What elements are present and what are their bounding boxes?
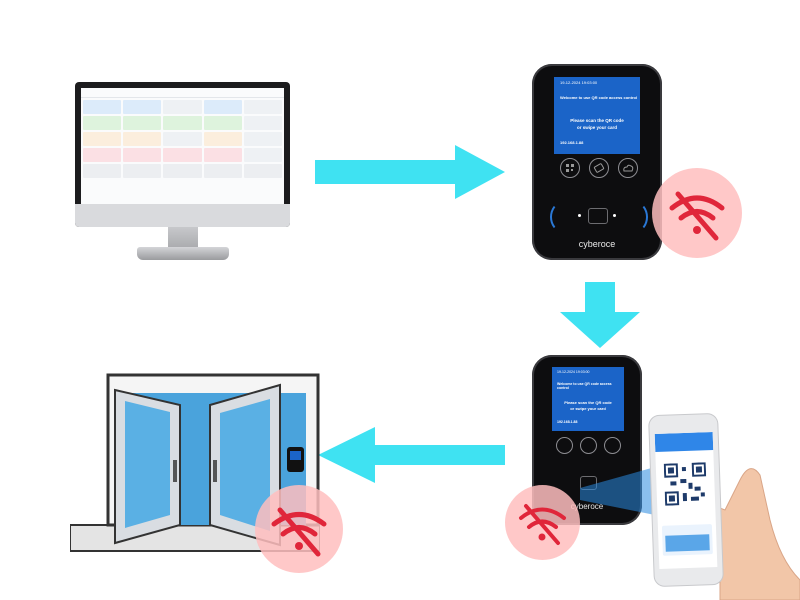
monitor-chin — [75, 204, 290, 227]
smartphone — [649, 413, 723, 587]
door-right-glass — [220, 399, 270, 531]
arrow-left — [318, 427, 505, 483]
schedule-cell — [163, 164, 202, 178]
schedule-cell — [123, 116, 162, 130]
schedule-cell — [123, 148, 162, 162]
reader-indicator-led — [613, 214, 616, 217]
schedule-cell — [83, 100, 122, 114]
schedule-grid — [81, 98, 284, 180]
phone-card — [661, 524, 713, 556]
schedule-cell — [243, 100, 282, 114]
door-handle-left — [173, 460, 177, 482]
monitor-stand-base — [137, 247, 229, 260]
card-icon — [580, 437, 597, 454]
reader-brand: cyberoce — [578, 239, 616, 249]
schedule-cell — [203, 116, 242, 130]
computer-monitor — [75, 82, 290, 262]
no-wifi-icon — [271, 507, 327, 557]
qr-code-icon — [560, 158, 580, 178]
door-left-glass — [125, 401, 170, 528]
schedule-cell — [243, 132, 282, 146]
qr-code — [663, 462, 708, 506]
schedule-cell — [123, 100, 162, 114]
monitor-screen — [81, 88, 284, 204]
schedule-cell — [123, 132, 162, 146]
schedule-cell — [83, 132, 122, 146]
card-icon — [589, 158, 609, 178]
reader-date-time: 19-12-2024 19:03:00 — [560, 80, 598, 85]
reader-ip: 192.168.1.88 — [557, 420, 578, 424]
schedule-cell — [203, 132, 242, 146]
schedule-cell — [203, 164, 242, 178]
phone-screen — [654, 432, 718, 569]
reader-prompt-line2: or swipe your card — [570, 406, 606, 411]
reader-screen: 19-12-2024 19:03:00 Welcome to use QR co… — [554, 77, 640, 154]
schedule-col — [203, 88, 244, 97]
reader-ip: 192.168.1.88 — [560, 140, 584, 145]
schedule-col — [162, 88, 203, 97]
reader-prompt-line2: or swipe your card — [576, 125, 617, 130]
reader-indicator-led — [578, 214, 581, 217]
schedule-cell — [203, 100, 242, 114]
schedule-col — [122, 88, 163, 97]
schedule-cell — [163, 100, 202, 114]
no-wifi-badge-bottom-reader — [505, 485, 580, 560]
arrow-right — [315, 145, 505, 199]
phone-app-header — [654, 432, 714, 453]
access-reader-top: 19-12-2024 19:03:00 Welcome to use QR co… — [532, 64, 662, 260]
nfc-wave-right — [624, 202, 648, 232]
schedule-col — [81, 88, 122, 97]
reader-prompt-line1: Please scan the QR code — [564, 400, 612, 405]
reader-welcome: Welcome to use QR code access control — [557, 382, 612, 390]
reader-welcome: Welcome to use QR code access control — [560, 95, 638, 100]
schedule-cell — [83, 164, 122, 178]
schedule-col — [243, 88, 284, 97]
schedule-cell — [163, 116, 202, 130]
no-wifi-icon — [519, 504, 566, 545]
cloud-icon — [618, 158, 638, 178]
schedule-cell — [123, 164, 162, 178]
arrow-down — [560, 282, 640, 348]
nfc-wave-left — [550, 202, 574, 232]
reader-screen: 19-12-2024 19:03:00 Welcome to use QR co… — [552, 367, 624, 431]
schedule-cell — [83, 116, 122, 130]
schedule-cell — [243, 148, 282, 162]
no-wifi-icon — [669, 191, 725, 241]
schedule-cell — [243, 164, 282, 178]
cloud-icon — [604, 437, 621, 454]
wall-reader-screen — [290, 451, 301, 460]
card-reader-pad — [588, 208, 608, 224]
qr-code-icon — [556, 437, 573, 454]
reader-date-time: 19-12-2024 19:03:00 — [557, 370, 590, 374]
phone-card-image — [665, 534, 710, 552]
schedule-cell — [163, 148, 202, 162]
monitor-bezel — [75, 82, 290, 227]
schedule-cell — [243, 116, 282, 130]
reader-prompt-line1: Please scan the QR code — [570, 118, 624, 123]
reader-brand: cyberoce — [570, 502, 604, 511]
schedule-header — [81, 88, 284, 98]
schedule-cell — [163, 132, 202, 146]
wall-reader-small — [287, 447, 304, 472]
monitor-stand-neck — [168, 227, 198, 249]
schedule-cell — [203, 148, 242, 162]
no-wifi-badge-door — [255, 485, 343, 573]
door-handle-right — [213, 460, 217, 482]
schedule-cell — [83, 148, 122, 162]
no-wifi-badge-top — [652, 168, 742, 258]
